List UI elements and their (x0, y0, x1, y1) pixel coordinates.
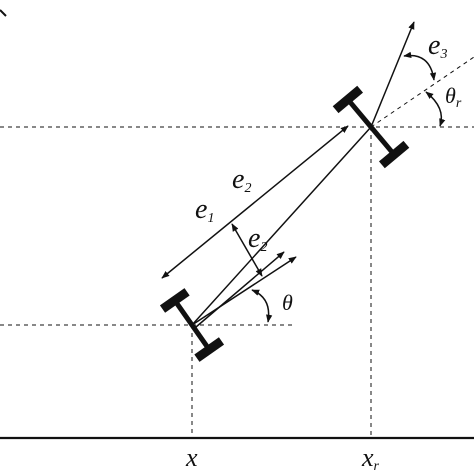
e1-distance-arrow (161, 125, 349, 279)
axis-corner-mark (0, 9, 7, 17)
label-e2-main: e2 (232, 164, 251, 196)
label-x: x (185, 443, 198, 472)
robot-body (159, 288, 225, 362)
theta-r-angle-arc (425, 91, 446, 127)
target-heading-arrow (370, 21, 415, 128)
theta-angle-arc (251, 289, 273, 323)
label-theta: θ (282, 290, 293, 315)
label-e2-perp: e2 (248, 223, 267, 255)
robot-heading-arrow-2 (191, 256, 297, 326)
e2-lateral-arrow (231, 223, 263, 277)
label-x-r: xr (361, 443, 380, 474)
reference-line-target-heading (370, 56, 474, 128)
label-e1: e1 (195, 194, 214, 226)
robot-heading-arrow-1 (195, 251, 285, 328)
label-e3: e3 (428, 30, 447, 62)
e3-angle-arc (403, 51, 437, 81)
label-theta-r: θr (445, 83, 462, 111)
target-body (332, 85, 410, 169)
